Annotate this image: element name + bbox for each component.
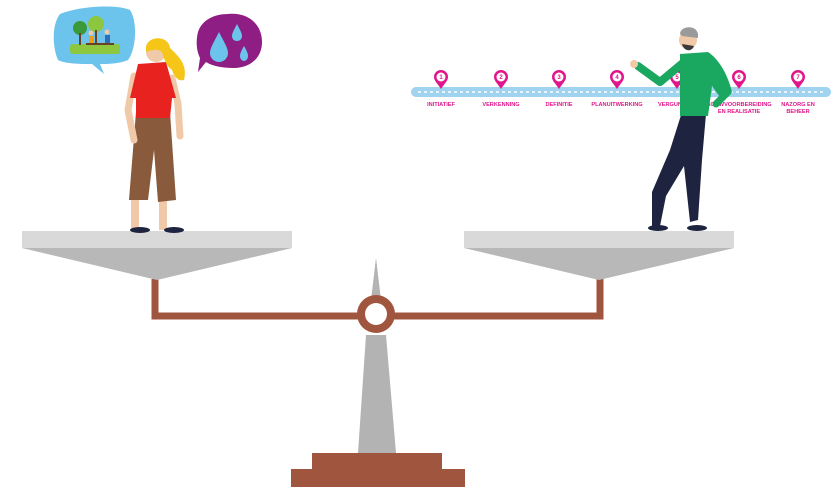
scale-pillar-lower xyxy=(358,335,396,453)
man-shirt xyxy=(680,52,732,116)
left-pan xyxy=(22,248,292,280)
timeline-pin: 1 xyxy=(433,69,448,89)
timeline-pin: 2 xyxy=(494,70,508,89)
woman-pants xyxy=(129,112,176,202)
park-bubble-shape xyxy=(53,6,136,74)
water-drops-icon xyxy=(210,24,248,62)
process-timeline: 1 2 3 4 5 6 7 INITIATIEF VERKENNING DEFINITIE PLA… xyxy=(411,69,831,115)
left-pan-top xyxy=(22,231,292,248)
woman-hair xyxy=(146,38,185,81)
man-arm-pointing xyxy=(634,58,688,86)
woman-left-leg xyxy=(131,196,139,230)
step-number: 6 xyxy=(737,75,741,81)
man-arm-right xyxy=(712,88,732,108)
timeline-pin: 7 xyxy=(791,70,805,89)
man-pants xyxy=(652,112,706,226)
step-label: BOUWVOORBEREIDING xyxy=(706,102,771,108)
timeline-pin: 3 xyxy=(552,70,566,89)
timeline-pin: 4 xyxy=(610,70,624,89)
step-label: INITIATIEF xyxy=(427,102,455,108)
woman-arm-right xyxy=(168,74,184,140)
scale-base-lower xyxy=(291,469,465,487)
step-label: PLANUITWERKING xyxy=(591,102,642,108)
step-number: 7 xyxy=(796,75,800,81)
scale-pillar xyxy=(371,258,381,300)
pin-center xyxy=(554,72,564,82)
scale-base-upper xyxy=(312,453,442,470)
pin-center xyxy=(734,72,744,82)
water-bubble xyxy=(196,13,262,72)
woman-right-leg xyxy=(159,196,167,230)
man-left-shoe xyxy=(648,225,668,231)
pin-center xyxy=(436,72,446,82)
step-label: NAZORG EN xyxy=(781,102,815,108)
scale-pivot-hole xyxy=(365,303,387,325)
man-figure xyxy=(630,27,732,231)
right-pan-top xyxy=(464,231,734,248)
step-label: EN REALISATIE xyxy=(718,109,760,115)
step-number: 5 xyxy=(675,75,679,81)
step-number: 1 xyxy=(439,75,443,81)
step-label: VERGUNNING xyxy=(658,102,696,108)
park-scene-icon xyxy=(70,16,120,54)
man-right-shoe xyxy=(687,225,707,231)
woman-shirt xyxy=(130,62,176,118)
pin-center xyxy=(612,72,622,82)
right-pan xyxy=(464,248,734,280)
woman-right-shoe xyxy=(164,227,184,233)
park-bubble xyxy=(53,6,136,74)
man-hand xyxy=(630,60,638,68)
step-number: 4 xyxy=(615,75,619,81)
man-beard xyxy=(682,44,694,51)
man-hair xyxy=(680,27,698,38)
water-bubble-shape xyxy=(196,13,262,72)
step-number: 2 xyxy=(499,75,503,81)
woman-arm-left xyxy=(124,72,138,144)
timeline-pin: 6 xyxy=(732,70,746,89)
woman-figure xyxy=(124,38,185,233)
step-number: 3 xyxy=(557,75,561,81)
pin-center xyxy=(496,72,506,82)
step-label: BEHEER xyxy=(786,109,809,115)
step-label: DEFINITIE xyxy=(545,102,572,108)
step-label: VERKENNING xyxy=(482,102,519,108)
scale xyxy=(22,231,734,487)
woman-left-shoe xyxy=(130,227,150,233)
pin-center xyxy=(793,72,803,82)
